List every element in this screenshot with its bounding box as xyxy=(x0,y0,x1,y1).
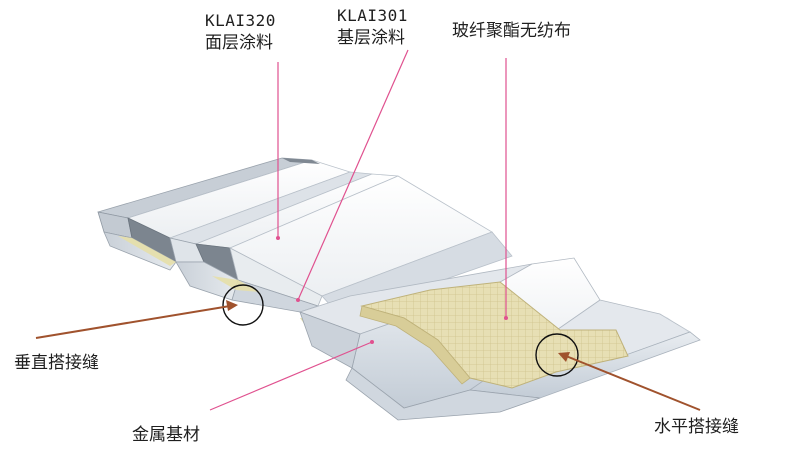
horizontal-lap-callout-circle xyxy=(535,333,579,377)
polyester-fabric-layer xyxy=(359,281,629,389)
leader-markers xyxy=(276,236,508,344)
base-coat-name: 基层涂料 xyxy=(337,28,405,48)
leader-substrate xyxy=(209,341,373,411)
base-coat-label: KLAI301 基层涂料 xyxy=(337,5,408,49)
vertical-lap-callout-circle xyxy=(222,284,264,326)
horizontal-lap-label: 水平搭接缝 xyxy=(654,417,739,437)
vertical-lap-label: 垂直搭接缝 xyxy=(14,353,99,373)
coated-panel-back xyxy=(97,157,513,317)
horizontal-lap-arrow xyxy=(558,352,701,411)
leader-lines xyxy=(209,49,507,411)
base-coat-code: KLAI301 xyxy=(337,6,408,25)
substrate-label: 金属基材 xyxy=(132,425,200,445)
vertical-lap-arrow xyxy=(35,300,238,339)
leader-base-coat xyxy=(297,49,409,301)
fabric-label: 玻纤聚酯无纺布 xyxy=(452,21,571,41)
top-coat-label: KLAI320 面层涂料 xyxy=(205,10,276,54)
top-coat-name: 面层涂料 xyxy=(205,33,273,53)
top-coat-code: KLAI320 xyxy=(205,11,276,30)
